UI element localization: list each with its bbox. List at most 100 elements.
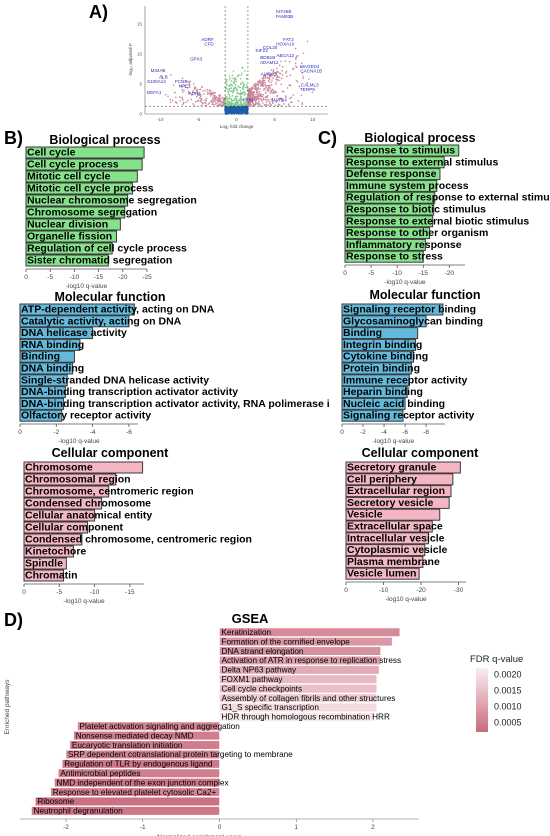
volcano-point bbox=[241, 98, 244, 101]
x-tick-label: -20 bbox=[445, 270, 455, 277]
volcano-point bbox=[200, 101, 203, 104]
bar-mitotic-cell-cycle bbox=[25, 170, 138, 183]
volcano-point bbox=[266, 76, 269, 79]
bar-response-to-stimulus bbox=[344, 144, 460, 157]
volcano-point bbox=[270, 73, 273, 76]
bar-binding bbox=[19, 350, 75, 363]
volcano-point bbox=[281, 65, 284, 68]
volcano-point bbox=[189, 92, 191, 94]
volcano-point bbox=[212, 103, 215, 106]
volcano-x-tick: -5 bbox=[196, 117, 200, 122]
bar-label-nuclear-chromosome-segregation: Nuclear chromosome segregation bbox=[27, 195, 197, 207]
gsea-x-tick-label: -2 bbox=[63, 824, 69, 831]
volcano-point bbox=[253, 87, 256, 90]
bar-nuclear-chromosome-segregation bbox=[25, 194, 129, 207]
volcano-point bbox=[255, 99, 258, 101]
volcano-point bbox=[266, 100, 269, 102]
gsea-bar-label-eucaryotic-translation-initiation: Eucaryotic translation initiation bbox=[72, 741, 183, 750]
b-bio-title: Biological process bbox=[49, 133, 161, 147]
volcano-point bbox=[225, 109, 228, 112]
volcano-point bbox=[297, 100, 300, 102]
volcano-label-npe2: NPE2 bbox=[179, 84, 191, 89]
bar-label-olfactory-receptor-activity: Olfactory receptor activity bbox=[21, 410, 151, 422]
volcano-point bbox=[266, 73, 269, 75]
volcano-point bbox=[232, 102, 235, 105]
bar-intracellular-vesicle bbox=[345, 532, 429, 545]
volcano-point bbox=[254, 97, 257, 100]
volcano-point bbox=[283, 103, 285, 105]
volcano-point bbox=[234, 97, 236, 100]
volcano-point bbox=[181, 103, 184, 106]
volcano-point bbox=[218, 97, 220, 99]
gsea-bar-platelet-activation-signaling-and-aggregation bbox=[77, 721, 220, 731]
volcano-point bbox=[189, 80, 192, 83]
volcano-point bbox=[265, 103, 268, 106]
volcano-point bbox=[291, 101, 293, 104]
bar-label-vesicle-lumen: Vesicle lumen bbox=[347, 568, 416, 580]
bar-chromosome-segregation bbox=[25, 206, 126, 219]
bar-label-cellular-anatomical-entity: Cellular anatomical entity bbox=[25, 510, 152, 522]
volcano-point bbox=[228, 79, 231, 81]
volcano-point bbox=[193, 91, 196, 94]
x-tick-label: -20 bbox=[118, 274, 128, 281]
gsea-legend-title: FDR q-value bbox=[470, 654, 523, 665]
volcano-point bbox=[235, 100, 238, 103]
volcano-point bbox=[250, 104, 253, 106]
volcano-point bbox=[252, 93, 255, 96]
volcano-point bbox=[295, 55, 298, 58]
volcano-y-label: -log₁₀ adjusted P bbox=[128, 43, 133, 76]
bar-label-chromosome-centromeric-region: Chromosome, centromeric region bbox=[25, 486, 194, 498]
volcano-point bbox=[196, 94, 199, 96]
bar-label-glycosaminoglycan-binding: Glycosaminoglycan binding bbox=[343, 315, 483, 327]
volcano-point bbox=[292, 67, 295, 70]
volcano-point bbox=[228, 106, 231, 109]
volcano-point bbox=[240, 74, 243, 76]
volcano-point bbox=[227, 103, 229, 106]
bar-label-binding: Binding bbox=[343, 327, 382, 339]
bar-label-heparin-binding: Heparin binding bbox=[343, 386, 423, 398]
volcano-label-abca12: ABCA12 bbox=[276, 53, 294, 58]
volcano-point bbox=[292, 94, 295, 96]
gsea-bar-label-regulation-of-tlr-by-endogenous-ligand: Regulation of TLR by endogenous ligand bbox=[64, 760, 213, 769]
volcano-point bbox=[230, 87, 232, 89]
volcano-point bbox=[254, 95, 256, 98]
volcano-point bbox=[242, 86, 245, 89]
volcano-point bbox=[270, 81, 273, 84]
gsea-legend-tick: 0.0005 bbox=[494, 717, 522, 727]
gsea-bar-label-ribosome: Ribosome bbox=[37, 797, 74, 806]
volcano-point bbox=[228, 74, 231, 77]
bar-defense-response bbox=[344, 168, 441, 181]
x-tick-label: 0 bbox=[343, 270, 347, 277]
volcano-point bbox=[232, 99, 234, 102]
volcano-point bbox=[254, 88, 257, 91]
volcano-point bbox=[271, 97, 273, 100]
volcano-point bbox=[196, 100, 199, 102]
volcano-point bbox=[243, 106, 246, 108]
bar-single-stranded-dna-helicase-activity bbox=[19, 374, 68, 387]
volcano-point bbox=[239, 82, 242, 85]
volcano-point bbox=[244, 93, 247, 95]
gsea-x-tick-label: 0 bbox=[218, 824, 222, 831]
volcano-x-tick: 10 bbox=[310, 117, 316, 122]
volcano-point bbox=[238, 110, 241, 113]
volcano-point bbox=[237, 106, 239, 109]
volcano-point bbox=[192, 90, 194, 92]
volcano-point bbox=[302, 75, 304, 78]
bar-dna-binding bbox=[19, 362, 74, 375]
gsea-bar-g1-s-specific-transcription bbox=[219, 702, 378, 712]
volcano-point bbox=[211, 103, 214, 106]
volcano-point bbox=[227, 109, 230, 111]
volcano-point bbox=[295, 66, 298, 69]
volcano-point bbox=[278, 79, 280, 82]
volcano-point bbox=[241, 92, 244, 94]
volcano-point bbox=[302, 77, 305, 80]
volcano-point bbox=[199, 100, 202, 102]
volcano-point bbox=[236, 108, 238, 110]
gsea-bar-foxm1-pathway bbox=[219, 674, 378, 684]
volcano-point bbox=[306, 82, 309, 84]
bar-integrin-binding bbox=[341, 338, 417, 351]
volcano-point bbox=[193, 88, 196, 90]
volcano-point bbox=[269, 92, 272, 94]
volcano-point bbox=[233, 107, 235, 110]
